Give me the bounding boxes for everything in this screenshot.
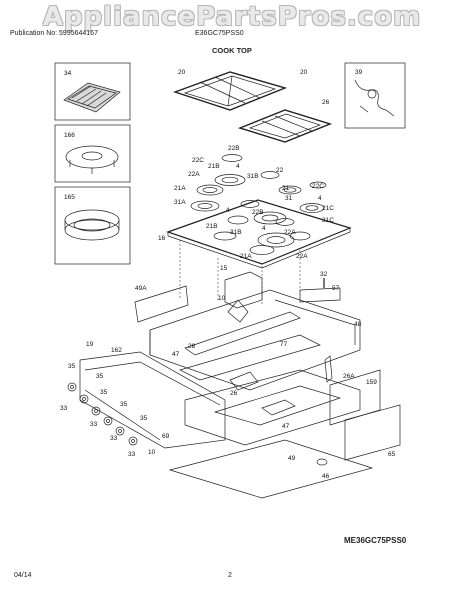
- callout-label: 162: [111, 347, 122, 354]
- callout-label: 22C: [192, 157, 204, 164]
- callout-label: 26A: [343, 373, 355, 380]
- section-title: COOK TOP: [212, 46, 252, 55]
- callout-label: 31C: [322, 217, 334, 224]
- callout-label: 22A: [284, 229, 296, 236]
- callout-label: 77: [280, 341, 288, 348]
- side-panels: [329, 369, 401, 461]
- watermark-text: AppliancePartsPros.com: [42, 2, 422, 32]
- callout-label: 21: [282, 185, 290, 192]
- callout-label: 28: [188, 343, 196, 350]
- callout-label: 165: [64, 194, 75, 201]
- callout-label: 22B: [252, 209, 264, 216]
- bottom-cover: [168, 439, 374, 499]
- part-box-wok-ring: [54, 124, 131, 183]
- callout-label: 65: [388, 451, 396, 458]
- page-number: 2: [228, 572, 232, 579]
- leveling-foot: [316, 458, 328, 466]
- callout-label: 35: [68, 363, 76, 370]
- callout-label: 4: [318, 195, 322, 202]
- callout-label: 20: [300, 69, 308, 76]
- callout-label: 49: [288, 455, 296, 462]
- callout-label: 4: [236, 163, 240, 170]
- callout-label: 35: [100, 389, 108, 396]
- callout-label: 33: [90, 421, 98, 428]
- base-tray: [184, 369, 361, 446]
- part-box-simmer-plate: [54, 186, 131, 265]
- callout-label: 46: [322, 473, 330, 480]
- callout-label: 21C: [322, 205, 334, 212]
- callout-label: 48: [354, 321, 362, 328]
- callout-label: 69: [162, 433, 170, 440]
- callout-label: 10: [148, 449, 156, 456]
- burner-box: [224, 271, 263, 323]
- leader-lines: [179, 240, 301, 305]
- callout-label: 4: [226, 207, 230, 214]
- callout-label: 57: [332, 285, 340, 292]
- rear-panel: [134, 285, 189, 323]
- publication-number: Publication No: 5995644167: [10, 30, 98, 37]
- model-number: E36GC75PSS0: [195, 30, 244, 37]
- callout-label: 31B: [230, 229, 242, 236]
- callout-label: 166: [64, 132, 75, 139]
- clip-part: [324, 355, 333, 383]
- chassis-body: [149, 289, 361, 391]
- callout-label: 15: [220, 265, 228, 272]
- callout-label: 47: [172, 351, 180, 358]
- callout-label: 21B: [208, 163, 220, 170]
- bracket-part: [299, 287, 341, 303]
- callout-label: 21A: [240, 253, 252, 260]
- grate-right: [237, 109, 333, 143]
- callout-label: 22A: [188, 171, 200, 178]
- callout-label: 21A: [174, 185, 186, 192]
- burner-assemblies: [190, 154, 327, 248]
- callout-label: 34: [64, 70, 72, 77]
- callout-label: 49A: [135, 285, 147, 292]
- callout-label: 35: [120, 401, 128, 408]
- grate-left: [172, 71, 288, 111]
- callout-label: 31A: [174, 199, 186, 206]
- callout-label: 26: [230, 390, 238, 397]
- callout-label: 47: [282, 423, 290, 430]
- control-panel: [79, 351, 226, 449]
- wok-ring-part: [64, 209, 120, 241]
- callout-label: 22B: [228, 145, 240, 152]
- callout-label: 16: [158, 235, 166, 242]
- callout-label: 4: [262, 225, 266, 232]
- callout-label: 22: [276, 167, 284, 174]
- callout-label: 19: [86, 341, 94, 348]
- callout-label: 22C: [312, 183, 324, 190]
- callout-label: 39: [355, 69, 363, 76]
- callout-label: 159: [366, 379, 377, 386]
- callout-label: 10: [218, 295, 226, 302]
- callout-label: 26: [322, 99, 330, 106]
- callout-label: 20: [178, 69, 186, 76]
- part-box-griddle: [54, 62, 131, 121]
- callout-label: 21B: [206, 223, 218, 230]
- control-knobs: [67, 382, 138, 446]
- callout-label: 33: [110, 435, 118, 442]
- callout-label: 33: [60, 405, 68, 412]
- diagram-code: ME36GC75PSS0: [344, 536, 407, 545]
- part-box-cord: [344, 62, 406, 129]
- power-cord-part: [354, 79, 395, 117]
- wok-support-part: [65, 145, 119, 174]
- callout-label: 31: [285, 195, 293, 202]
- callout-label: 31B: [247, 173, 259, 180]
- callout-label: 22A: [296, 253, 308, 260]
- callout-label: 32: [320, 271, 328, 278]
- callout-label: 35: [140, 415, 148, 422]
- callout-label: 35: [96, 373, 104, 380]
- footer-date: 04/14: [14, 572, 32, 579]
- callout-label: 33: [128, 451, 136, 458]
- griddle-part: [63, 82, 121, 113]
